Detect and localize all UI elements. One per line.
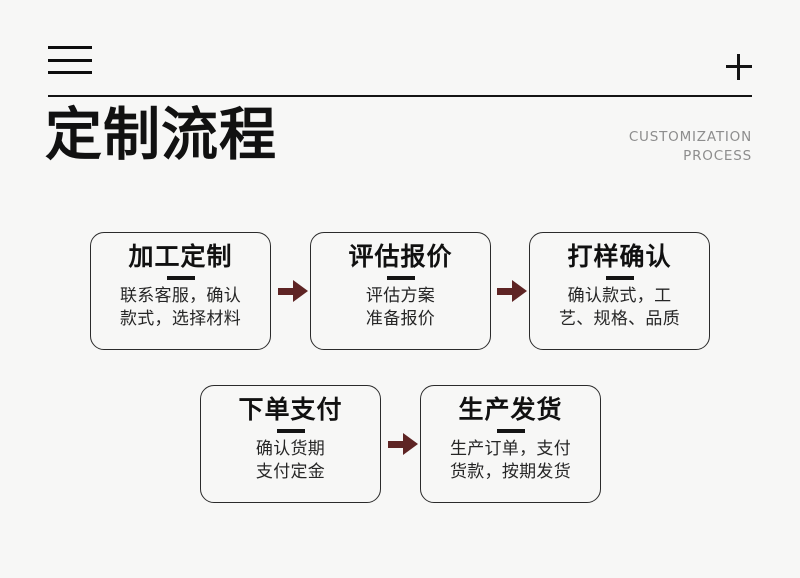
page-title: 定制流程 xyxy=(45,102,277,168)
step-description: 确认货期 支付定金 xyxy=(255,439,326,482)
step-title: 下单支付 xyxy=(238,395,343,424)
process-step-3[interactable]: 打样确认 确认款式，工 艺、规格、品质 xyxy=(529,232,710,350)
english-subtitle: CUSTOMIZATION PROCESS xyxy=(629,128,752,166)
arrow-shaft xyxy=(278,288,297,295)
process-step-2[interactable]: 评估报价 评估方案 准备报价 xyxy=(310,232,491,350)
step-title: 生产发货 xyxy=(458,395,563,424)
process-step-5[interactable]: 生产发货 生产订单，支付 货款，按期发货 xyxy=(420,385,601,503)
english-subtitle-line1: CUSTOMIZATION xyxy=(628,129,752,145)
process-step-4[interactable]: 下单支付 确认货期 支付定金 xyxy=(200,385,381,503)
arrow-head xyxy=(403,433,418,455)
hamburger-icon[interactable] xyxy=(48,46,92,74)
step-divider xyxy=(166,276,195,280)
page-header: 定制流程 CUSTOMIZATION PROCESS xyxy=(45,0,752,180)
arrow-shaft xyxy=(497,288,516,295)
process-step-1[interactable]: 加工定制 联系客服，确认 款式，选择材料 xyxy=(90,232,271,350)
hamburger-line xyxy=(48,71,92,74)
step-title: 评估报价 xyxy=(348,242,453,271)
arrow-right-icon xyxy=(278,280,308,302)
arrow-right-icon xyxy=(497,280,527,302)
plus-icon[interactable] xyxy=(726,54,752,80)
arrow-shaft xyxy=(388,441,407,448)
arrow-right-icon xyxy=(388,433,418,455)
hamburger-line xyxy=(48,58,92,62)
step-title: 打样确认 xyxy=(567,242,672,271)
step-divider xyxy=(276,429,305,433)
step-divider xyxy=(386,276,415,280)
step-description: 联系客服，确认 款式，选择材料 xyxy=(119,286,242,329)
step-description: 确认款式，工 艺、规格、品质 xyxy=(558,286,681,329)
english-subtitle-line2: PROCESS xyxy=(683,148,752,164)
step-divider xyxy=(605,276,634,280)
step-divider xyxy=(496,429,525,433)
hamburger-line xyxy=(48,46,92,49)
step-title: 加工定制 xyxy=(128,242,233,271)
step-description: 评估方案 准备报价 xyxy=(365,286,436,329)
arrow-head xyxy=(512,280,527,302)
header-divider xyxy=(48,95,752,97)
arrow-head xyxy=(293,280,308,302)
step-description: 生产订单，支付 货款，按期发货 xyxy=(449,439,572,482)
